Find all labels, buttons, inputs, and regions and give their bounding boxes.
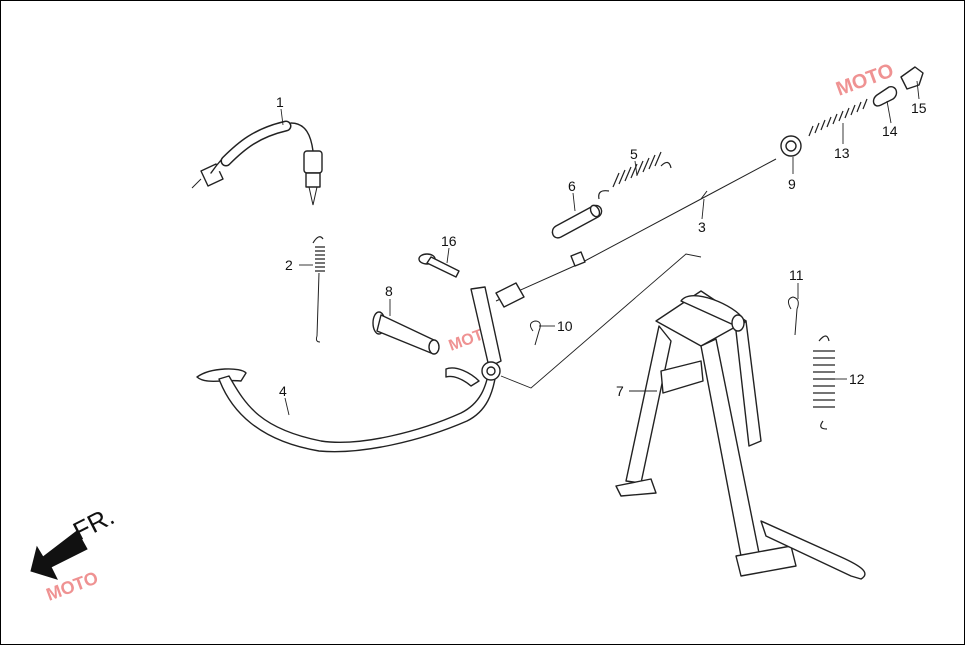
part-16-clevis-pin [418,253,460,278]
callout-16: 16 [441,233,457,249]
bracket-line [500,253,702,389]
callout-labels: 1 2 3 4 5 6 7 8 9 10 11 12 13 14 15 16 [276,94,927,399]
callout-5: 5 [630,146,638,162]
part-1-switch [191,120,323,206]
part-9-washer [780,135,802,157]
part-14-cap [872,86,898,107]
part-5-spring [598,151,672,200]
part-4-pedal [196,286,502,453]
part-2-spring-rod [312,236,325,343]
callout-3: 3 [698,219,706,235]
leader-lines [280,80,920,416]
direction-arrow-icon [30,530,88,580]
callout-12: 12 [849,371,865,387]
front-direction-indicator: FR. [30,501,119,580]
callout-15: 15 [911,100,927,116]
callout-10: 10 [557,318,573,334]
callout-9: 9 [788,176,796,192]
part-12-spring [813,335,835,430]
callout-2: 2 [285,257,293,273]
part-8-pivot-bolt [372,311,440,355]
part-3-cable [495,158,777,308]
callout-13: 13 [834,145,850,161]
part-7-main-stand [615,290,866,580]
callout-8: 8 [385,283,393,299]
part-11-cotter-pin [787,296,799,336]
callout-6: 6 [568,178,576,194]
part-6-tube [551,204,603,239]
part-13-spring [808,98,868,137]
callout-14: 14 [882,123,898,139]
callout-1: 1 [276,94,284,110]
callout-7: 7 [616,383,624,399]
part-10-cotter-pin [529,320,541,346]
part-15-nut [900,66,924,90]
callout-11: 11 [789,267,804,283]
callout-4: 4 [279,383,287,399]
